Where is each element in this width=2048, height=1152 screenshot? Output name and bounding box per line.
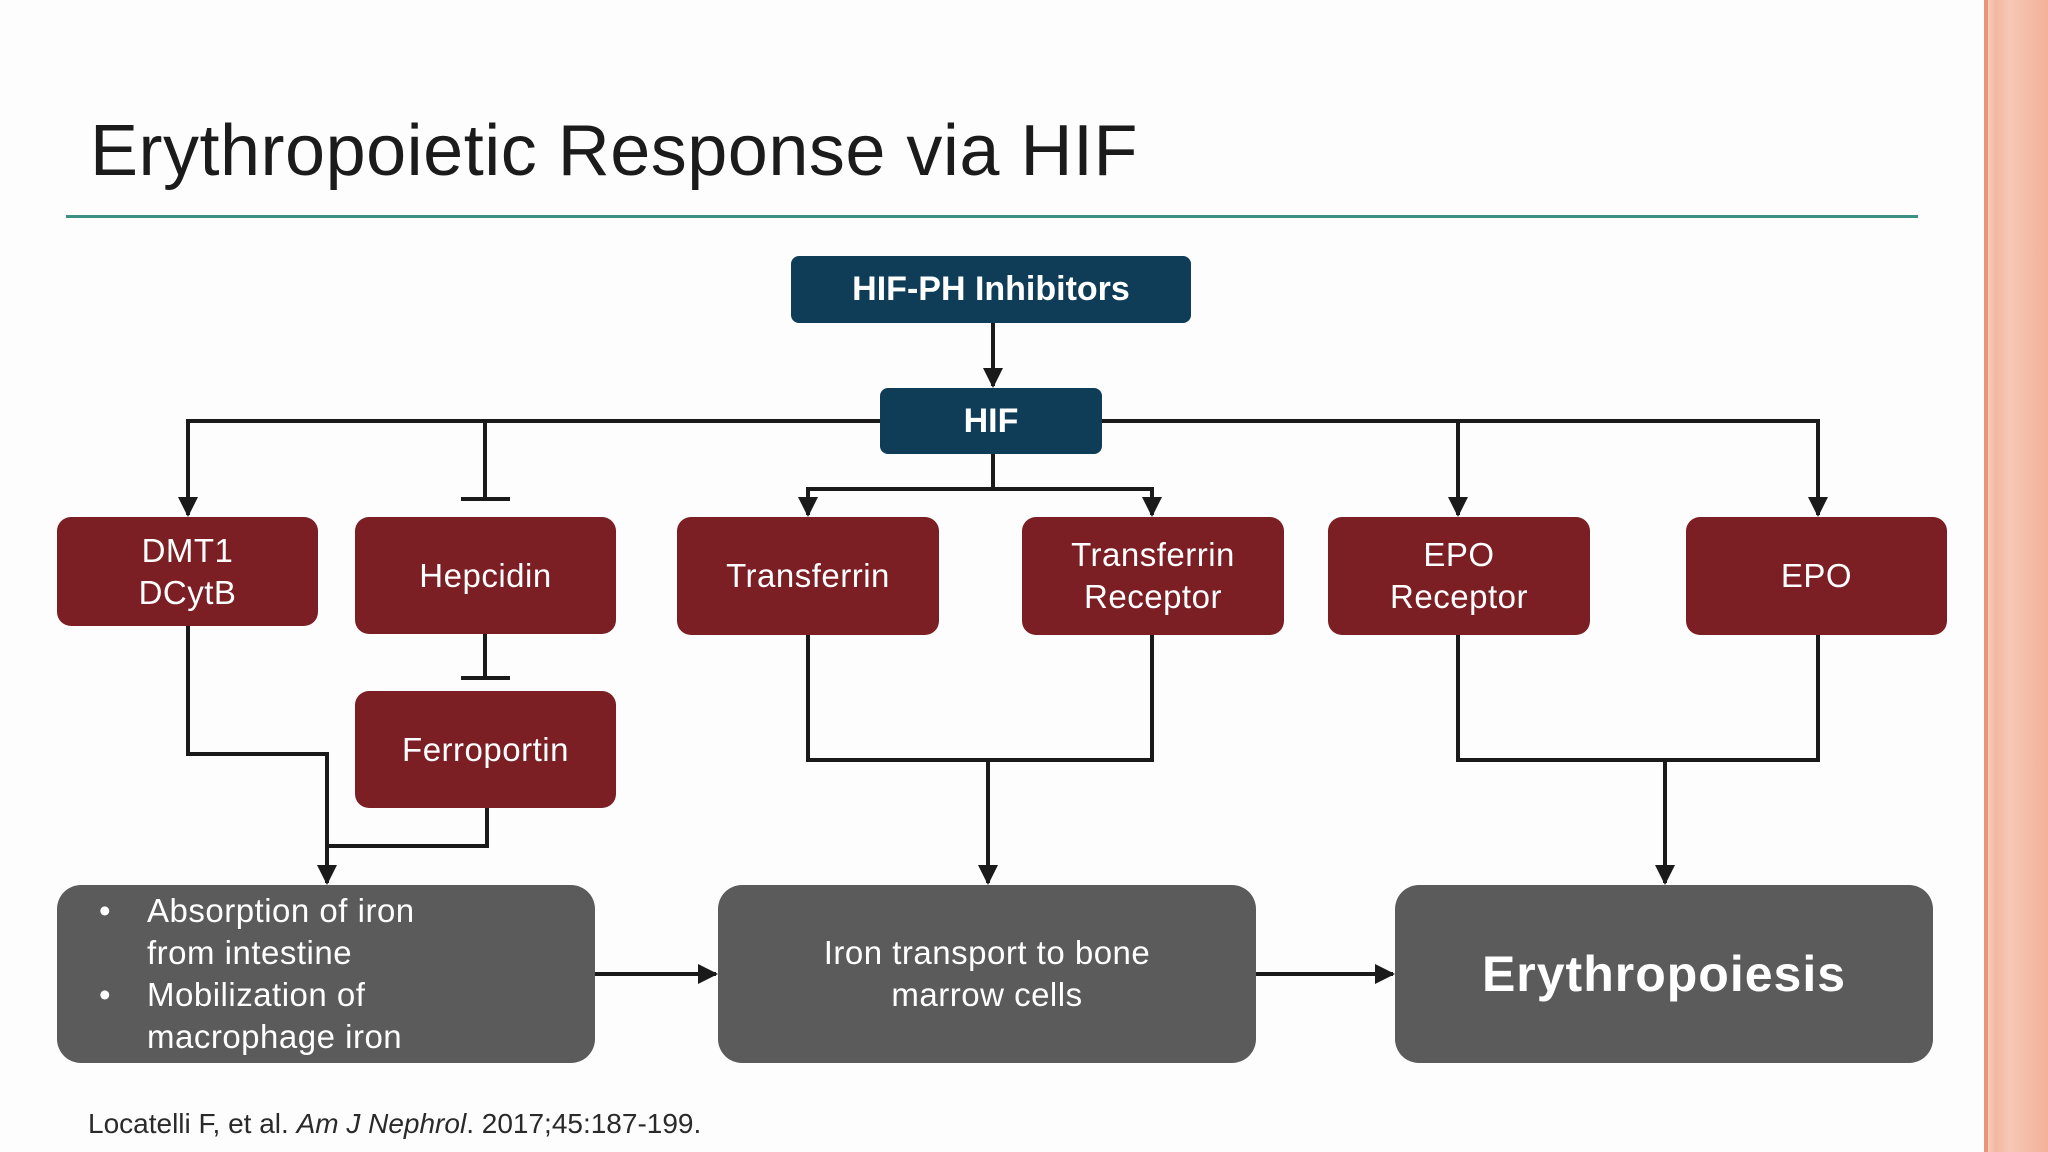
citation: Locatelli F, et al. Am J Nephrol. 2017;4…	[88, 1108, 701, 1140]
node-ferroportin-label: Ferroportin	[402, 730, 569, 768]
side-stripe-edge	[1984, 0, 1988, 1152]
node-hif: HIF	[880, 388, 1102, 454]
node-dmt1-dcytb: DMT1 DCytB	[57, 517, 318, 626]
node-hepcidin: Hepcidin	[355, 517, 616, 634]
absorption-bullet-list: Absorption of iron from intestine Mobili…	[77, 890, 575, 1058]
slide-title: Erythropoietic Response via HIF	[90, 111, 1138, 191]
edge-ferroportin-to-absorption	[327, 808, 489, 848]
node-ferroportin: Ferroportin	[355, 691, 616, 808]
node-hif-ph-inhibitors-label: HIF-PH Inhibitors	[852, 270, 1130, 308]
node-epo-receptor: EPO Receptor	[1328, 517, 1590, 635]
node-hif-ph-inhibitors: HIF-PH Inhibitors	[791, 256, 1191, 323]
bullet-absorption-of-iron: Absorption of iron from intestine	[77, 890, 575, 974]
node-epo-label: EPO	[1780, 557, 1853, 594]
edge-dmt1-to-absorption	[186, 626, 337, 885]
decorative-side-stripe	[1984, 0, 2048, 1152]
edge-epo-merge	[1456, 635, 1820, 762]
title-divider	[66, 215, 1918, 218]
node-dmt1-dcytb-label: DMT1 DCytB	[138, 531, 237, 611]
node-transferrin-label: Transferrin	[726, 557, 890, 594]
node-hepcidin-label: Hepcidin	[419, 556, 552, 594]
node-erythropoiesis: Erythropoiesis	[1395, 885, 1933, 1063]
edge-hif-to-dmt1	[178, 419, 880, 517]
node-epo-receptor-label: EPO Receptor	[1390, 536, 1528, 615]
node-iron-transport: Iron transport to bone marrow cells	[718, 885, 1256, 1063]
edge-transferrin-merge	[806, 635, 1154, 762]
node-epo: EPO	[1686, 517, 1947, 635]
node-iron-absorption-mobilization: Absorption of iron from intestine Mobili…	[57, 885, 595, 1063]
node-hif-label: HIF	[963, 401, 1019, 440]
node-transferrin-receptor-label: Transferrin Receptor	[1071, 536, 1235, 615]
edge-hif-to-epo	[1102, 419, 1828, 517]
bullet-mobilization-of-iron: Mobilization of macrophage iron	[77, 974, 575, 1058]
node-iron-transport-label: Iron transport to bone marrow cells	[823, 934, 1151, 1013]
citation-journal: Am J Nephrol	[296, 1108, 467, 1139]
node-transferrin: Transferrin	[677, 517, 939, 635]
citation-details: . 2017;45:187-199.	[466, 1108, 702, 1139]
edge-hif-to-transferrin	[798, 487, 993, 517]
node-erythropoiesis-label: Erythropoiesis	[1481, 946, 1847, 1002]
edge-hif-to-transferrin-receptor	[993, 487, 1162, 517]
citation-authors: Locatelli F, et al.	[88, 1108, 297, 1139]
node-transferrin-receptor: Transferrin Receptor	[1022, 517, 1284, 635]
